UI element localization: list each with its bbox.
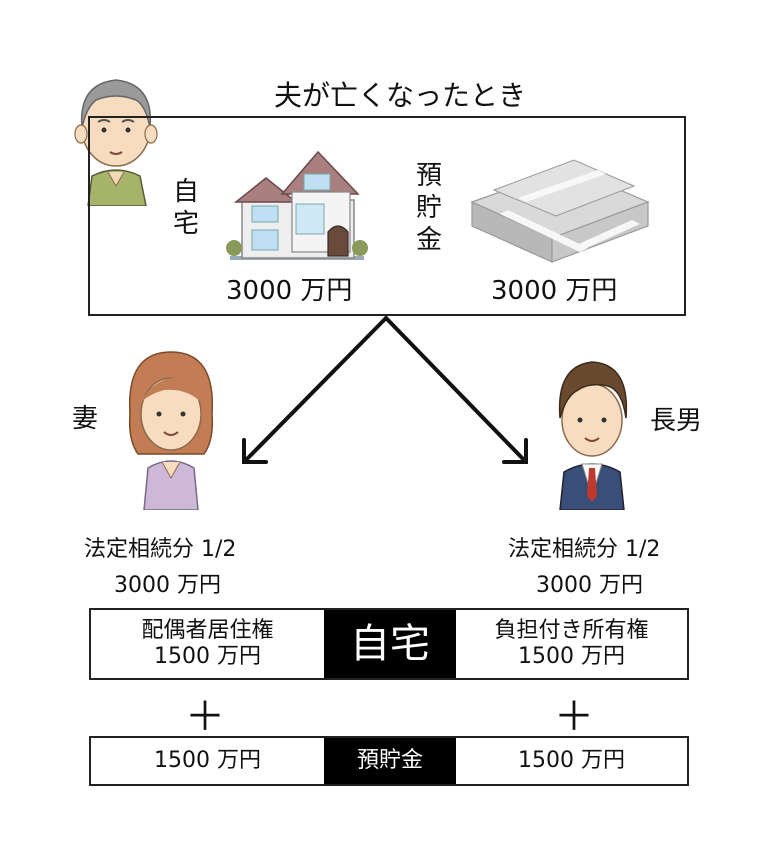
son-share-amount: 3000 万円 — [536, 573, 643, 598]
home-label: 自宅 — [172, 177, 199, 239]
home-center-label: 自宅 — [324, 610, 456, 678]
savings-label: 預貯金 — [415, 161, 442, 255]
plus-sign-right: ＋ — [554, 694, 594, 740]
son-legal-share: 法定相続分 1/2 — [508, 537, 661, 562]
wife-share-amount: 3000 万円 — [114, 573, 221, 598]
home-split-row: 配偶者居住権 1500 万円 自宅 負担付き所有権 1500 万円 — [89, 608, 689, 680]
savings-split-row: 1500 万円 預貯金 1500 万円 — [89, 736, 689, 786]
son-savings-value: 1500 万円 — [518, 748, 625, 773]
spouse-residence-right-cell: 配偶者居住権 1500 万円 — [91, 610, 324, 678]
burdened-ownership-cell: 負担付き所有権 1500 万円 — [456, 610, 687, 678]
spouse-residence-right-label: 配偶者居住権 — [141, 618, 274, 643]
wife-label: 妻 — [72, 404, 99, 434]
home-amount: 3000 万円 — [226, 276, 353, 306]
estate-box — [88, 116, 686, 316]
husband-illustration — [74, 79, 158, 206]
wife-legal-share: 法定相続分 1/2 — [84, 537, 237, 562]
savings-center-label: 預貯金 — [324, 738, 456, 784]
wife-illustration — [128, 351, 214, 510]
diagram-title: 夫が亡くなったとき — [274, 79, 527, 112]
plus-sign-left: ＋ — [185, 694, 225, 740]
wife-savings-value: 1500 万円 — [154, 748, 261, 773]
savings-amount: 3000 万円 — [491, 276, 618, 306]
money-stack-icon — [470, 159, 650, 263]
burdened-ownership-value: 1500 万円 — [518, 644, 625, 669]
house-icon — [226, 150, 368, 260]
burdened-ownership-label: 負担付き所有権 — [494, 618, 649, 643]
spouse-residence-right-value: 1500 万円 — [154, 644, 261, 669]
son-label: 長男 — [650, 406, 703, 436]
son-illustration — [558, 361, 628, 510]
